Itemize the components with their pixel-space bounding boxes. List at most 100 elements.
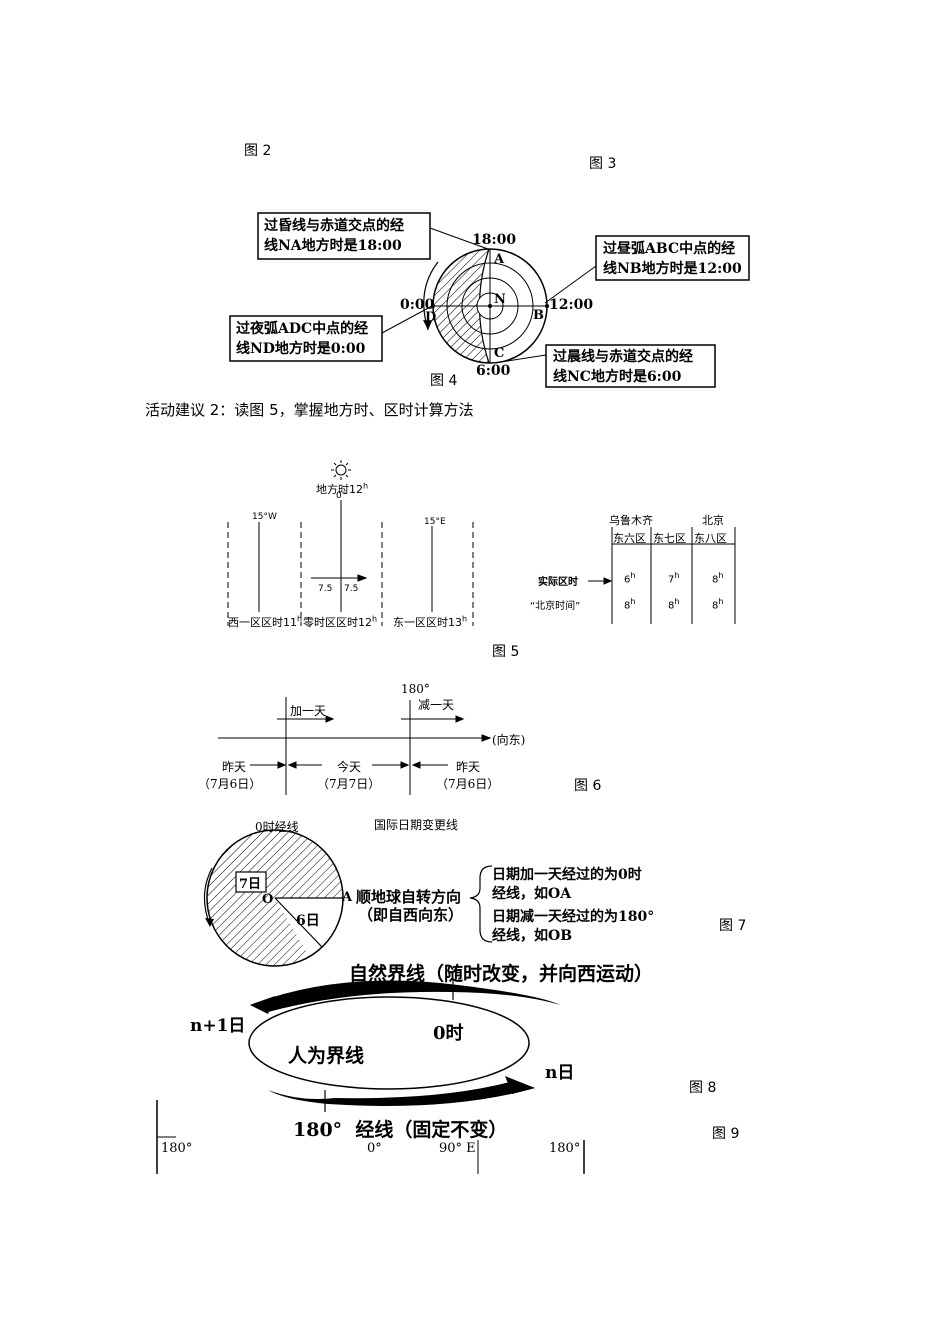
point-a: A xyxy=(494,252,505,267)
callout-dusk-line2: 线NA地方时是18:00 xyxy=(264,238,402,254)
cell-r1-c3: 8h xyxy=(712,571,723,585)
point-b: B xyxy=(533,308,544,323)
cell-r1-c2-sup: h xyxy=(674,571,680,580)
caption-fig3: 图 3 xyxy=(589,156,617,172)
zone-west1-text: 西一区区时11 xyxy=(228,616,297,629)
callout-midnight-line1: 过夜弧ADC中点的经 xyxy=(236,321,369,337)
zone-col-7: 东七区 xyxy=(653,532,686,545)
fig8-n: n日 xyxy=(545,1063,575,1083)
fig6-date-mid: （7月7日） xyxy=(317,777,381,791)
bottom-arrow xyxy=(268,1082,535,1106)
zone-col-8: 东八区 xyxy=(694,532,727,545)
lon-0: 0° xyxy=(336,491,347,501)
half-right: 7.5 xyxy=(344,584,359,594)
zone-west1: 西一区区时11h xyxy=(228,614,302,630)
sun-label: 地方时12h xyxy=(316,481,368,497)
fig6-sub-day: 减一天 xyxy=(418,698,455,712)
time-top: 18:00 xyxy=(472,232,517,248)
figure-6-diagram xyxy=(218,697,492,795)
callout-midnight: 过夜弧ADC中点的经 线ND地方时是0:00 xyxy=(236,319,368,359)
lon-15w: 15°W xyxy=(252,512,277,522)
fig8-h0: 0时 xyxy=(433,1023,464,1044)
time-left: 0:00 xyxy=(400,297,435,313)
fig6-deg: 180° xyxy=(401,682,430,696)
caption-fig5: 图 5 xyxy=(492,644,520,660)
cell-r1-c1: 6h xyxy=(624,571,635,585)
sun-label-sup: h xyxy=(363,481,369,491)
cell-r1-c3-sup: h xyxy=(718,571,724,580)
artificial-boundary-ellipse xyxy=(248,996,530,1090)
fig7-r2a: 日期减一天经过的为180° xyxy=(492,909,655,925)
cell-r1-c1-sup: h xyxy=(630,571,636,580)
fig7-r2b: 经线，如OB xyxy=(492,928,573,944)
caption-fig8: 图 8 xyxy=(689,1080,717,1096)
fig6-today: 今天 xyxy=(337,760,362,774)
fig8-top-label: 自然界线（随时改变，并向西运动） xyxy=(349,963,654,985)
zone-east1-sup: h xyxy=(462,614,468,624)
callout-dusk-line1: 过昏线与赤道交点的经 xyxy=(264,218,404,234)
caption-fig4: 图 4 xyxy=(430,373,458,389)
fig9-180-left: 180° xyxy=(161,1141,193,1156)
callout-noon-line1: 过昼弧ABC中点的经 xyxy=(603,241,736,257)
callout-dawn-line1: 过晨线与赤道交点的经 xyxy=(553,349,693,365)
city-urumqi: 乌鲁木齐 xyxy=(609,514,653,527)
fig7-day6: 6日 xyxy=(296,913,320,929)
fig8-bottom-label: 180° 经线（固定不变） xyxy=(293,1119,508,1141)
cell-r2-c2-text: 8 xyxy=(668,600,675,612)
caption-fig9: 图 9 xyxy=(712,1126,740,1142)
fig7-day7: 7日 xyxy=(239,877,262,892)
fig7-dir2: （即自西向东） xyxy=(358,906,464,924)
zone-col-6: 东六区 xyxy=(613,532,646,545)
cell-r2-c2: 8h xyxy=(668,597,679,611)
callout-noon-line2: 线NB地方时是12:00 xyxy=(603,261,742,277)
figure-8-diagram xyxy=(248,978,560,1112)
fig7-o: O xyxy=(262,892,274,907)
callout-dawn-box xyxy=(545,344,716,388)
caption-fig2: 图 2 xyxy=(244,143,272,159)
fig9-180-right: 180° xyxy=(549,1141,581,1156)
cell-r2-c3-sup: h xyxy=(718,597,724,606)
sun-label-text: 地方时12 xyxy=(316,483,363,496)
fig8-n1: n+1日 xyxy=(190,1016,246,1036)
cell-r2-c3-text: 8 xyxy=(712,600,719,612)
callout-dawn: 过晨线与赤道交点的经 线NC地方时是6:00 xyxy=(553,347,693,387)
fig7-title-left: 0时经线 xyxy=(255,820,299,834)
cell-r2-c3: 8h xyxy=(712,597,723,611)
zone-zero-sup: h xyxy=(372,614,378,624)
fig6-date-right: （7月6日） xyxy=(436,777,500,791)
fig7-r1b: 经线，如OA xyxy=(492,886,572,902)
zone-east1: 东一区区时13h xyxy=(393,614,467,630)
fig7-a: A xyxy=(342,890,353,905)
fig9-0: 0° xyxy=(367,1141,382,1156)
time-right: 12:00 xyxy=(549,297,594,313)
callout-noon-box xyxy=(595,235,750,281)
cell-r1-c3-text: 8 xyxy=(712,574,719,586)
figure-9-diagram xyxy=(156,1100,585,1174)
zone-east1-text: 东一区区时13 xyxy=(393,616,462,629)
fig7-r1a: 日期加一天经过的为0时 xyxy=(492,867,642,883)
fig6-yesterday-left: 昨天 xyxy=(222,760,247,774)
caption-fig7: 图 7 xyxy=(719,918,747,934)
caption-fig6: 图 6 xyxy=(574,778,602,794)
lon-15e: 15°E xyxy=(424,517,446,527)
point-c: C xyxy=(494,346,505,361)
fig8-artificial: 人为界线 xyxy=(288,1045,365,1067)
fig7-title-right: 国际日期变更线 xyxy=(374,818,459,832)
row-beijing-label: “北京时间” xyxy=(530,601,581,612)
half-left: 7.5 xyxy=(318,584,333,594)
cell-r1-c2-text: 7 xyxy=(668,574,675,586)
fig7-dir1: 顺地球自转方向 xyxy=(356,888,462,906)
cell-r2-c2-sup: h xyxy=(674,597,680,606)
callout-dusk-box xyxy=(257,212,431,260)
time-bottom: 6:00 xyxy=(476,363,511,379)
cell-r2-c1-text: 8 xyxy=(624,600,631,612)
cell-r2-c1: 8h xyxy=(624,597,635,611)
callout-dusk: 过昏线与赤道交点的经 线NA地方时是18:00 xyxy=(264,216,404,256)
row-actual-label: 实际区时 xyxy=(538,577,578,588)
fig6-east: (向东) xyxy=(492,733,526,747)
zone-zero: 零时区区时12h xyxy=(303,614,377,630)
cell-r2-c1-sup: h xyxy=(630,597,636,606)
callout-midnight-line2: 线ND地方时是0:00 xyxy=(236,341,366,357)
figure-7-diagram xyxy=(203,829,493,967)
cell-r1-c1-text: 6 xyxy=(624,574,631,586)
